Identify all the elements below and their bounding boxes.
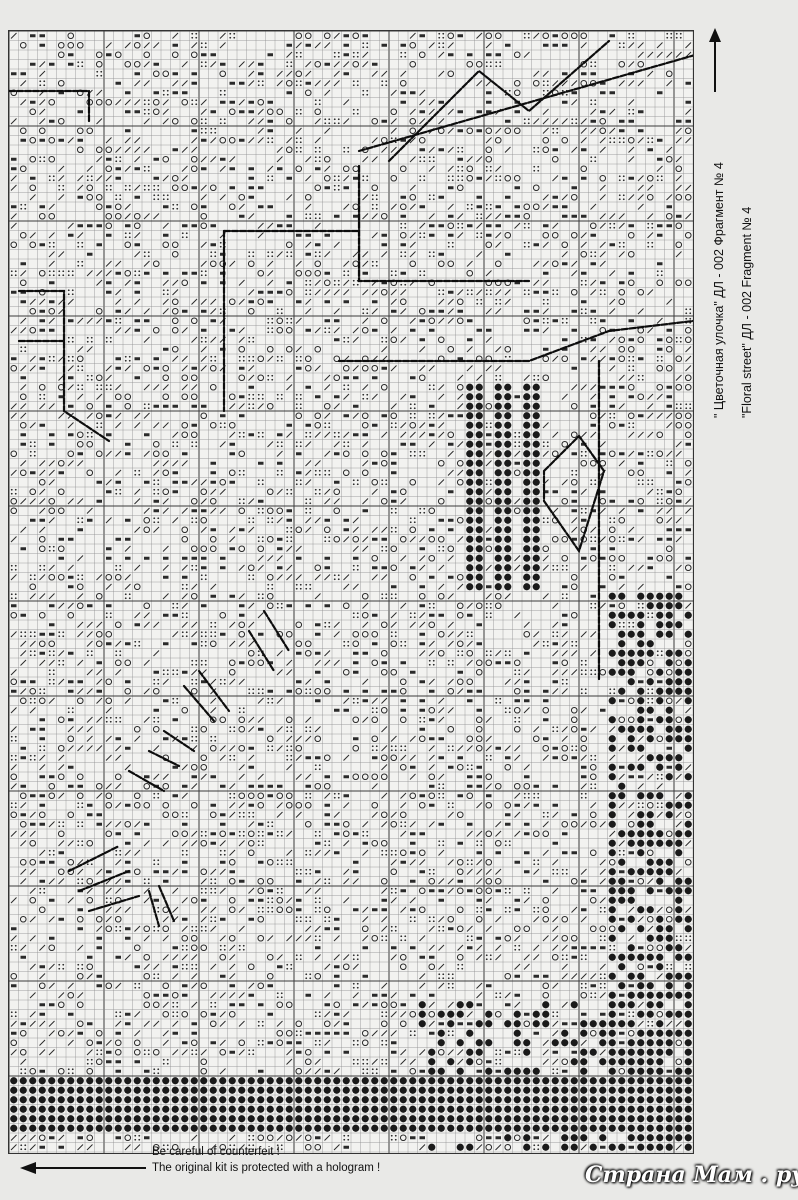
stitch-symbols xyxy=(10,32,692,1151)
arrow-left-icon xyxy=(20,1162,36,1174)
site-watermark: Страна Мам . ру xyxy=(585,1162,798,1188)
fragment-label-english: "Floral street" ДЛ - 002 Fragment № 4 xyxy=(740,206,754,418)
arrow-up-shaft xyxy=(714,42,716,92)
fragment-label-russian: " Цветочная улочка" ДЛ - 002 Фрагмент № … xyxy=(712,162,726,418)
counterfeit-warning: Be careful of counterfeit ! xyxy=(152,1146,280,1158)
backstitch-outlines xyxy=(9,39,693,928)
cross-stitch-chart xyxy=(8,30,694,1154)
grid-lines xyxy=(9,31,693,1153)
arrow-up-icon xyxy=(709,28,721,42)
arrow-left-shaft xyxy=(36,1167,146,1169)
hologram-notice: The original kit is protected with a hol… xyxy=(152,1162,381,1174)
stitch-grid xyxy=(9,31,693,1153)
